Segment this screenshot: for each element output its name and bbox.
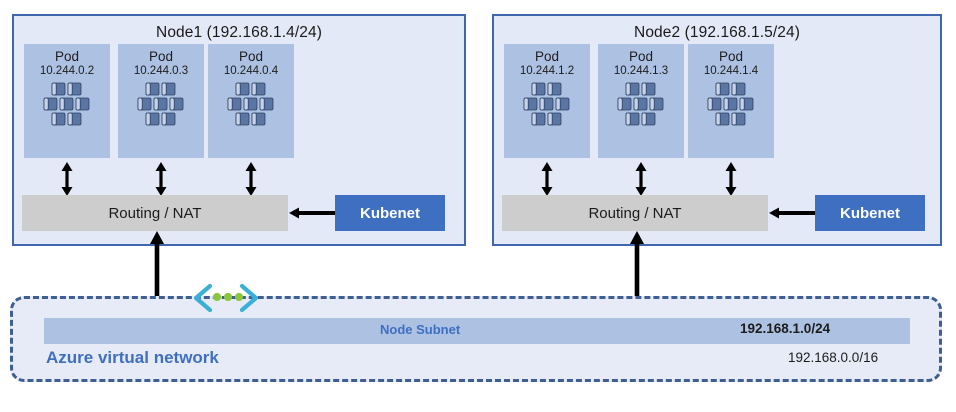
node-subnet-label: Node Subnet [380,322,461,337]
pod-ip: 10.244.1.3 [613,64,669,77]
network-connector-icon [193,283,259,313]
node-title: Node2 (192.168.1.5/24) [634,24,800,41]
double-arrow-vertical-icon [150,231,164,330]
double-arrow-vertical-icon [541,162,553,196]
pod-container-cluster-icon [523,83,570,126]
kubenet-label: Kubenet [360,204,420,222]
pod-ip: 10.244.1.4 [703,64,759,77]
double-arrow-vertical-icon [61,162,73,196]
pod-box[interactable]: Pod 10.244.0.2 [24,44,110,158]
pod-container-cluster-icon [617,83,664,126]
node-title: Node1 (192.168.1.4/24) [156,24,322,41]
pod-ip: 10.244.0.3 [133,64,189,77]
double-arrow-vertical-icon [245,162,257,196]
double-arrow-vertical-icon [725,162,737,196]
pod-container-cluster-icon [227,83,274,126]
double-arrow-vertical-icon [630,231,644,330]
pod-box[interactable]: Pod 10.244.0.3 [118,44,204,158]
pod-ip: 10.244.0.2 [39,64,95,77]
pod-box[interactable]: Pod 10.244.1.2 [504,44,590,158]
pod-ip: 10.244.1.2 [519,64,575,77]
routing-nat-bar[interactable]: Routing / NAT [502,195,768,231]
azure-virtual-network-title: Azure virtual network [46,348,219,367]
pod-box[interactable]: Pod 10.244.1.3 [598,44,684,158]
pod-label: Pod [148,49,174,64]
arrow-left-icon [769,207,815,219]
routing-nat-label: Routing / NAT [588,204,682,222]
double-arrow-vertical-icon [635,162,647,196]
pod-label: Pod [628,49,654,64]
pod-ip: 10.244.0.4 [223,64,279,77]
pod-label: Pod [718,49,744,64]
routing-nat-bar[interactable]: Routing / NAT [22,195,288,231]
pod-container-cluster-icon [43,83,90,126]
arrow-left-icon [289,207,335,219]
routing-nat-label: Routing / NAT [108,204,202,222]
pod-label: Pod [238,49,264,64]
pod-container-cluster-icon [137,83,184,126]
azure-virtual-network-cidr: 192.168.0.0/16 [788,350,879,365]
pod-box[interactable]: Pod 10.244.1.4 [688,44,774,158]
double-arrow-vertical-icon [155,162,167,196]
pod-container-cluster-icon [707,83,754,126]
kubenet-box[interactable]: Kubenet [335,195,445,231]
pod-label: Pod [54,49,80,64]
kubenet-label: Kubenet [840,204,900,222]
pod-label: Pod [534,49,560,64]
kubenet-box[interactable]: Kubenet [815,195,925,231]
node-subnet-bar [44,318,910,344]
pod-box[interactable]: Pod 10.244.0.4 [208,44,294,158]
node-subnet-cidr: 192.168.1.0/24 [740,321,831,336]
